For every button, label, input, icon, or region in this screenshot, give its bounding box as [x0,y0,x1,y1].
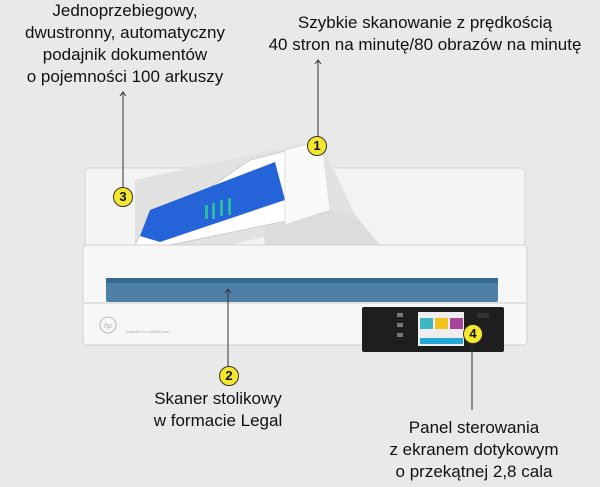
callout-badge-1: 1 [307,136,327,156]
callout-badge-4: 4 [463,324,483,344]
callout-badge-2: 2 [219,366,239,386]
callout-line: Panel sterowania [408,418,540,437]
callout-line: Skaner stolikowy [154,389,282,408]
callout-line: o przekątnej 2,8 cala [395,462,553,481]
callout-line: Szybkie skanowanie z prędkością [297,13,553,32]
model-label: ScanJet Pro N4600 fnw1 [126,329,171,334]
callout-text-3: Jednoprzebiegowy, dwustronny, automatycz… [0,0,325,88]
callout-line: o pojemności 100 arkuszy [26,67,224,86]
callout-line: 40 stron na minutę/80 obrazów na minutę [268,35,582,54]
callout-line: Jednoprzebiegowy, [52,1,198,20]
callout-line: dwustronny, automatyczny [25,23,225,42]
callout-line: w formacie Legal [153,411,283,430]
hp-logo: hp [104,323,112,330]
document-page [140,162,285,242]
flatbed-slot [106,278,498,302]
callout-badge-3: 3 [113,187,133,207]
callout-text-1: Szybkie skanowanie z prędkością 40 stron… [225,12,600,56]
callout-line: z ekranem dotykowym [389,440,559,459]
scanner: hp ScanJet Pro N4600 fnw1 [82,139,528,352]
callout-text-2: Skaner stolikowy w formacie Legal [18,388,418,432]
callout-line: podajnik dokumentów [42,45,208,64]
callout-lines [119,59,473,410]
callout-text-4: Panel sterowania z ekranem dotykowym o p… [274,417,600,483]
